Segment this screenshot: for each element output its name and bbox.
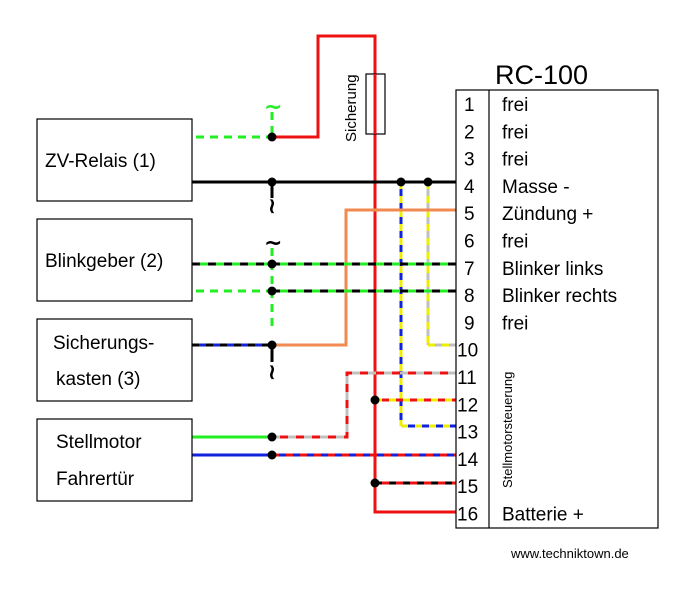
pin-number: 8 bbox=[464, 286, 475, 307]
device-stellmotor: Stellmotor Fahrertür bbox=[36, 418, 193, 502]
pin-number: 2 bbox=[464, 122, 475, 143]
pin-number: 4 bbox=[464, 177, 475, 198]
device-box bbox=[36, 418, 193, 502]
wire-battery-red bbox=[272, 34, 456, 514]
device-zv-relais: ZV-Relais (1) bbox=[36, 118, 193, 202]
watermark: www.techniktown.de bbox=[510, 546, 629, 561]
break-tilde-black: ~ bbox=[259, 197, 284, 215]
pin-label: Blinker links bbox=[502, 259, 603, 280]
pin-label: frei bbox=[502, 95, 528, 116]
wire-zuendung-orange bbox=[272, 208, 456, 347]
break-tilde-black: ~ bbox=[259, 363, 284, 381]
device-box bbox=[36, 318, 193, 402]
pin-number: 14 bbox=[457, 450, 479, 471]
device-blinkgeber: Blinkgeber (2) bbox=[36, 218, 193, 302]
junction-dots bbox=[267, 132, 433, 488]
pin-label: frei bbox=[502, 122, 528, 143]
device-stellmotor-label: Fahrertür bbox=[56, 469, 135, 490]
pin-number: 6 bbox=[464, 232, 475, 253]
junction-dot bbox=[267, 132, 277, 142]
module-title: RC-100 bbox=[495, 60, 588, 90]
pin-number: 3 bbox=[464, 150, 475, 171]
rc100-module: RC-100 Stellmotorsteuerung 1 frei 2 frei 3 fr… bbox=[455, 60, 659, 529]
device-sicherungskasten-label: kasten (3) bbox=[56, 369, 140, 390]
pin-number: 13 bbox=[457, 423, 478, 444]
pin-number: 5 bbox=[464, 204, 475, 225]
fuse: Sicherung bbox=[343, 73, 386, 142]
pin-label: frei bbox=[502, 150, 528, 171]
device-zv-relais-label: ZV-Relais (1) bbox=[45, 151, 156, 172]
junction-dot bbox=[267, 259, 277, 269]
break-tilde-black: ~ bbox=[264, 231, 282, 256]
pin-number: 16 bbox=[457, 505, 478, 526]
junction-dot bbox=[370, 395, 380, 405]
device-sicherungskasten: Sicherungs- kasten (3) bbox=[36, 318, 193, 402]
junction-dot bbox=[396, 177, 406, 187]
junction-dot bbox=[267, 432, 277, 442]
device-blinkgeber-label: Blinkgeber (2) bbox=[45, 251, 163, 272]
pin-label: Batterie + bbox=[502, 505, 584, 526]
pin-label: Zündung + bbox=[502, 204, 593, 225]
pin-number: 11 bbox=[457, 368, 477, 389]
pin-number: 12 bbox=[457, 395, 478, 416]
module-box bbox=[455, 89, 659, 529]
junction-dot bbox=[267, 340, 277, 350]
fuse-label: Sicherung bbox=[343, 74, 360, 142]
wire-11-gray bbox=[272, 371, 456, 439]
junction-dot bbox=[267, 450, 277, 460]
pin-number: 7 bbox=[464, 259, 475, 280]
pin-label: Masse - bbox=[502, 177, 570, 198]
junction-dot bbox=[423, 177, 433, 187]
wires bbox=[192, 34, 456, 514]
device-box bbox=[36, 118, 193, 202]
break-tilde-green: ~ bbox=[264, 95, 282, 120]
pin-label: Blinker rechts bbox=[502, 286, 617, 307]
pin-label: frei bbox=[502, 232, 528, 253]
junction-dot bbox=[370, 478, 380, 488]
pin-number: 10 bbox=[457, 341, 478, 362]
device-stellmotor-label: Stellmotor bbox=[56, 432, 142, 453]
device-sicherungskasten-label: Sicherungs- bbox=[53, 333, 154, 354]
pin-label: frei bbox=[502, 313, 528, 334]
break-symbols: ~ ~ ~ ~ bbox=[259, 95, 284, 381]
pin-number: 9 bbox=[464, 313, 475, 334]
pin-number: 1 bbox=[464, 95, 475, 116]
module-vertical-label: Stellmotorsteuerung bbox=[500, 372, 515, 488]
device-box bbox=[36, 218, 193, 302]
junction-dot bbox=[267, 286, 277, 296]
pin-number: 15 bbox=[457, 477, 478, 498]
junction-dot bbox=[267, 177, 277, 187]
